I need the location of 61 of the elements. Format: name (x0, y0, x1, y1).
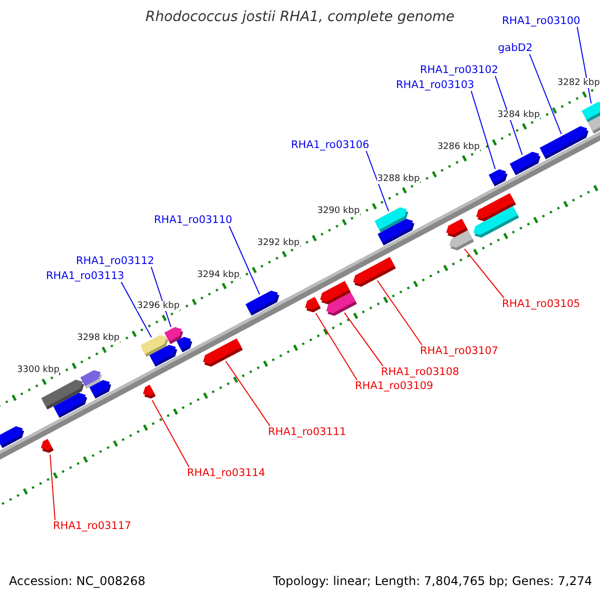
gene-label: RHA1_ro03109 (355, 380, 434, 392)
scale-label: 3292 kbp (257, 238, 300, 248)
gene-label: RHA1_ro03111 (268, 426, 346, 438)
gene-feature (320, 280, 351, 304)
leader-line (376, 280, 422, 346)
gene-feature (473, 206, 520, 238)
title: Rhodococcus jostii RHA1, complete genome (146, 9, 455, 25)
gene-feature (305, 296, 321, 312)
gene-feature (488, 169, 508, 186)
leader-line (470, 90, 496, 170)
gene-feature (540, 126, 588, 160)
leader-line (315, 312, 358, 380)
gene-label: RHA1_ro03110 (154, 214, 232, 226)
leader-line (576, 26, 592, 104)
gene-feature (446, 218, 468, 238)
scale-label: 3290 kbp (317, 206, 360, 216)
gene-feature (149, 344, 178, 367)
gene-label: RHA1_ro03114 (187, 467, 266, 479)
scale-label: 3300 kbp (17, 365, 60, 376)
gene-feature (378, 218, 414, 246)
gene-label: RHA1_ro03102 (420, 64, 498, 76)
scale-label: 3298 kbp (77, 333, 120, 344)
gene-feature (588, 113, 600, 134)
gene-label: RHA1_ro03100 (502, 15, 580, 27)
gene-label: RHA1_ro03113 (46, 270, 124, 282)
scale-label: 3286 kbp (437, 142, 480, 152)
leader-line (152, 400, 190, 468)
gene-feature (353, 256, 396, 287)
gene-feature (246, 290, 280, 316)
scale-label: 3288 kbp (377, 174, 420, 184)
gene-feature (53, 392, 88, 418)
gene-label: RHA1_ro03117 (53, 520, 132, 532)
accession-text: Accession: NC_008268 (9, 574, 146, 588)
scale-label: 3282 kbp (557, 78, 600, 88)
gene-feature (203, 338, 243, 367)
scale-label: 3296 kbp (137, 301, 180, 312)
gene-feature (0, 426, 24, 448)
leader-line (50, 454, 56, 520)
gene-feature (510, 152, 540, 176)
genome-info-text: Topology: linear; Length: 7,804,765 bp; Genes: 7,274 (273, 574, 592, 588)
leader-line (464, 248, 504, 298)
gene-label: RHA1_ro03103 (396, 79, 474, 91)
leader-line (120, 282, 152, 338)
gene-label: RHA1_ro03106 (291, 139, 370, 151)
leader-line (366, 150, 390, 212)
scale-label: 3284 kbp (497, 110, 540, 120)
gene-label: RHA1_ro03112 (76, 255, 154, 267)
gene-label: RHA1_ro03105 (502, 298, 580, 310)
gene-label: RHA1_ro03107 (420, 345, 498, 357)
gene-feature (89, 380, 112, 399)
gene-label: gabD2 (498, 42, 533, 54)
gene-feature (142, 384, 156, 399)
gene-feature (176, 336, 192, 352)
gene-label: RHA1_ro03108 (381, 366, 460, 378)
leader-line (344, 312, 384, 366)
leader-line (228, 226, 260, 295)
leader-line (529, 54, 562, 135)
leader-line (494, 76, 523, 156)
scale-label: 3294 kbp (197, 270, 240, 280)
leader-line (225, 360, 270, 426)
gene-feature (40, 438, 54, 453)
